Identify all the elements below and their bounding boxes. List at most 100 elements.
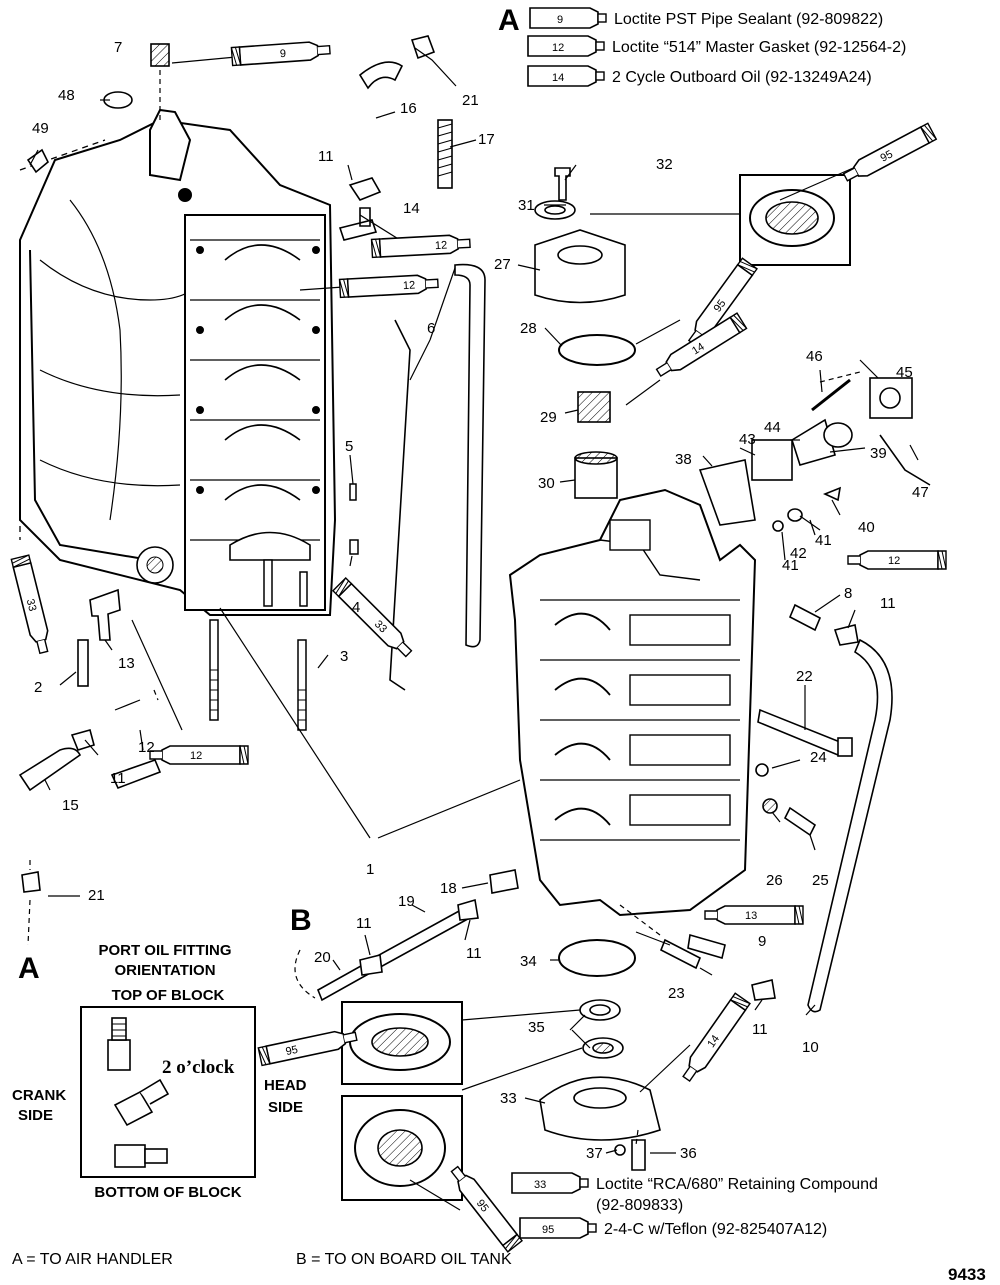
legend-item-514: Loctite “514” Master Gasket (92-12564-2) [612,39,906,56]
svg-text:12: 12 [552,42,564,54]
svg-text:1: 1 [366,861,374,878]
svg-text:14: 14 [690,341,707,358]
marker-a-legend: A [498,4,520,37]
marker-a-bottom: A [18,952,40,985]
svg-text:2: 2 [34,679,42,696]
legend-tube-9: 9 [529,7,607,29]
svg-text:38: 38 [675,451,692,468]
svg-text:33: 33 [534,1179,546,1191]
svg-text:46: 46 [806,348,823,365]
svg-text:11: 11 [880,595,896,612]
marker-b: B [290,904,312,937]
svg-text:HEAD: HEAD [264,1077,307,1094]
svg-text:9: 9 [557,14,563,26]
svg-text:41: 41 [782,557,799,574]
svg-text:95: 95 [879,148,895,164]
footer-a-note: A = TO AIR HANDLER [12,1251,173,1268]
svg-text:43: 43 [739,431,756,448]
svg-text:35: 35 [528,1019,545,1036]
cylinder-block [508,488,757,917]
svg-text:45: 45 [896,364,913,381]
svg-text:15: 15 [62,797,79,814]
svg-text:44: 44 [764,419,781,436]
legend-tube-14: 14 [527,65,605,87]
svg-text:26: 26 [766,872,783,889]
svg-text:25: 25 [812,872,829,889]
svg-text:34: 34 [520,953,537,970]
svg-text:30: 30 [538,475,555,492]
svg-text:48: 48 [58,87,75,104]
svg-text:33: 33 [500,1090,517,1107]
svg-text:14: 14 [403,200,420,217]
svg-text:5: 5 [345,438,353,455]
svg-text:6: 6 [427,320,435,337]
svg-text:42: 42 [790,545,807,562]
port-oil-fitting-inset: PORT OIL FITTING ORIENTATION TOP OF BLOC… [12,942,307,1201]
svg-text:22: 22 [796,668,813,685]
svg-text:21: 21 [88,887,105,904]
svg-text:18: 18 [440,880,457,897]
svg-text:31: 31 [518,197,535,214]
legend-item-rca: Loctite “RCA/680” Retaining Compound [596,1176,878,1193]
svg-text:29: 29 [540,409,557,426]
svg-text:49: 49 [32,120,49,137]
leader-lines [29,47,919,1211]
svg-text:37: 37 [586,1145,603,1162]
svg-text:11: 11 [466,945,482,962]
svg-text:95: 95 [712,298,729,315]
drawing-code: 9433 [948,1265,986,1284]
dashed-leaders [27,70,861,1146]
svg-text:33: 33 [24,598,39,613]
svg-text:PORT OIL FITTING: PORT OIL FITTING [98,942,231,959]
svg-text:95: 95 [285,1044,299,1058]
svg-text:21: 21 [462,92,479,109]
legend-item-oil: 2 Cycle Outboard Oil (92-13249A24) [612,69,872,86]
svg-text:2 o’clock: 2 o’clock [162,1057,235,1078]
svg-text:27: 27 [494,256,511,273]
svg-text:12: 12 [138,739,155,756]
legend-item-rca-number: (92-809833) [596,1197,683,1214]
svg-text:17: 17 [478,131,495,148]
svg-text:16: 16 [400,100,417,117]
svg-text:10: 10 [802,1039,819,1056]
svg-text:12: 12 [403,279,416,292]
footer-b-note: B = TO ON BOARD OIL TANK [296,1251,512,1268]
svg-text:11: 11 [110,770,126,787]
svg-text:32: 32 [656,156,673,173]
studs-left [209,483,359,731]
svg-text:SIDE: SIDE [268,1099,303,1116]
svg-text:9: 9 [280,48,287,60]
svg-text:12: 12 [435,239,448,252]
svg-text:CRANK: CRANK [12,1087,66,1104]
svg-text:41: 41 [815,532,832,549]
svg-text:13: 13 [745,910,757,922]
svg-text:3: 3 [340,648,348,665]
svg-text:40: 40 [858,519,875,536]
crankcase-cover [19,108,337,616]
svg-text:13: 13 [118,655,135,672]
svg-text:95: 95 [474,1198,491,1215]
legend-item-2-4-c: 2-4-C w/Teflon (92-825407A12) [604,1221,827,1238]
svg-text:24: 24 [810,749,827,766]
svg-text:11: 11 [318,148,334,165]
svg-text:39: 39 [870,445,887,462]
legend-tube-12: 12 [527,35,605,57]
svg-text:8: 8 [844,585,852,602]
svg-text:14: 14 [552,72,564,84]
svg-text:28: 28 [520,320,537,337]
svg-text:47: 47 [912,484,929,501]
svg-text:4: 4 [352,599,360,616]
svg-text:12: 12 [190,750,202,762]
svg-text:19: 19 [398,893,415,910]
application-tubes: 9 12 12 95 95 14 12 33 33 12 13 14 95 95 [10,39,947,1253]
callout-numbers: 7 48 49 21 16 17 11 14 6 5 4 3 32 31 27 … [32,39,929,1162]
svg-text:ORIENTATION: ORIENTATION [114,962,215,979]
svg-text:BOTTOM OF BLOCK: BOTTOM OF BLOCK [94,1184,241,1201]
svg-text:7: 7 [114,39,122,56]
svg-text:9: 9 [758,933,766,950]
svg-text:11: 11 [356,915,372,932]
parts [18,35,931,1201]
svg-text:11: 11 [752,1021,768,1038]
legend-tube-95: 95 [519,1217,597,1239]
legend-tube-33: 33 [511,1172,589,1194]
